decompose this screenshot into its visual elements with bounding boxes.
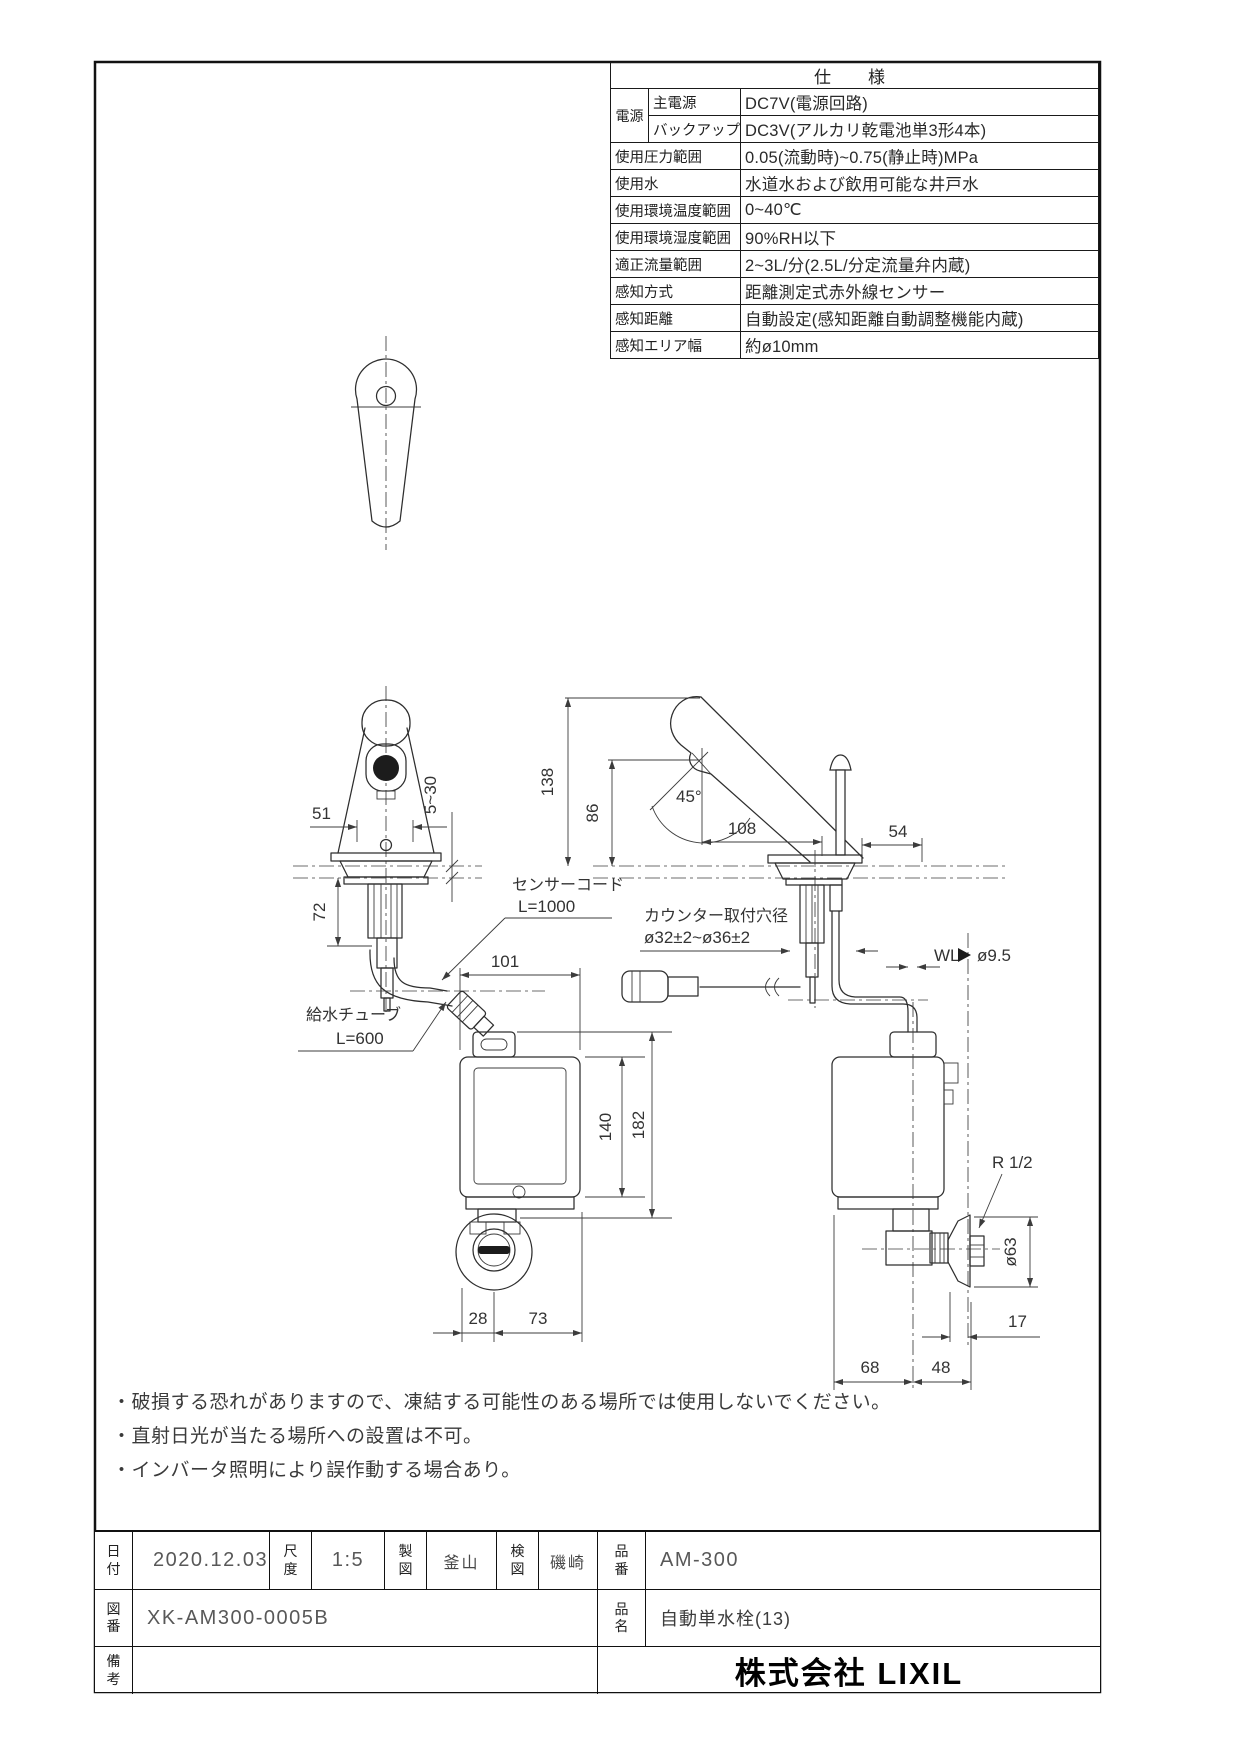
dim-tube-dia: ø9.5 [977,946,1011,965]
part-no-label: 品番 [598,1532,646,1589]
dwg-no-label: 図番 [95,1590,133,1646]
title-block: 日付 2020.12.03 尺度 1:5 製図 釜山 検図 磯崎 品番 AM-3… [95,1530,1100,1694]
dim-17: 17 [1008,1312,1027,1331]
scale-label: 尺度 [270,1532,312,1589]
part-no-value: AM-300 [660,1549,740,1571]
dim-28: 28 [469,1309,488,1328]
wall-line-triangle-icon [958,948,971,962]
spec-label: 使用環境湿度範囲 [610,223,741,251]
checker-label: 検図 [497,1532,539,1589]
spec-value: 90%RH以下 [740,223,1099,251]
date-value: 2020.12.03 [133,1532,270,1589]
dim-138: 138 [538,768,557,796]
dim-48: 48 [932,1358,951,1377]
product-name-value: 自動単水栓(13) [660,1609,792,1629]
dim-86: 86 [583,804,602,823]
date-label: 日付 [95,1532,133,1589]
dim-45deg: 45° [676,787,702,806]
spec-value: 0.05(流動時)~0.75(静止時)MPa [740,142,1099,170]
sensor-window-icon [373,755,399,781]
dim-72: 72 [310,903,329,922]
dim-68: 68 [861,1358,880,1377]
label-sensor-cord-length: L=1000 [518,897,575,916]
spec-label: 使用環境温度範囲 [610,196,741,224]
dim-108: 108 [728,819,756,838]
spec-value: 2~3L/分(2.5L/分定流量弁内蔵) [740,250,1099,278]
label-counter-hole-2: ø32±2~ø36±2 [644,928,750,947]
note-line: ・破損する恐れがありますので、凍結する可能性のある場所では使用しないでください。 [112,1392,891,1413]
spec-label: 適正流量範囲 [610,250,741,278]
spec-table: 仕 様 電源 主電源 DC7V(電源回路) バックアップ DC3V(アルカリ乾電… [610,62,1099,359]
dim-flange-dia: ø63 [1001,1237,1020,1266]
dimensions-side: 45° 138 86 108 54 カウンター取付穴径 ø32±2~ø36±2 … [538,697,1040,1390]
spec-label: 感知方式 [610,277,741,305]
scale-value: 1:5 [312,1532,385,1589]
note-line: ・直射日光が当たる場所への設置は不可。 [112,1426,483,1447]
spec-label: 使用圧力範囲 [610,142,741,170]
dim-clamp: 5~30 [421,776,440,814]
spec-title: 仕 様 [610,62,1099,89]
spec-label: 主電源 [648,88,741,116]
remarks-label: 備考 [95,1647,133,1694]
spec-label: バックアップ [648,115,741,143]
spec-label-power: 電源 [610,88,649,143]
dim-101: 101 [491,952,519,971]
company-logo: 株式会社 LIXIL [734,1656,964,1691]
dim-182: 182 [629,1111,648,1139]
spec-label: 感知距離 [610,304,741,332]
front-view [293,686,581,1291]
spec-label: 感知エリア幅 [610,331,741,359]
product-name-label: 品名 [598,1590,646,1646]
drafter-label: 製図 [385,1532,427,1589]
dim-thread: R 1/2 [992,1153,1033,1172]
top-view [351,336,421,550]
label-counter-hole-1: カウンター取付穴径 [644,907,788,925]
spec-label: 使用水 [610,169,741,197]
spec-value: 約ø10mm [740,331,1099,359]
drafter-value: 釜山 [427,1532,497,1589]
checker-value: 磯崎 [539,1532,598,1589]
label-supply-tube: 給水チューブ [306,1005,401,1024]
spec-value: 自動設定(感知距離自動調整機能内蔵) [740,304,1099,332]
caution-notes: ・破損する恐れがありますので、凍結する可能性のある場所では使用しないでください。… [112,1386,891,1488]
spec-value: DC3V(アルカリ乾電池単3形4本) [740,115,1099,143]
dwg-no-value: XK-AM300-0005B [133,1590,598,1646]
dim-54: 54 [889,822,908,841]
remarks-value [133,1647,598,1694]
dim-140: 140 [596,1113,615,1141]
side-view [593,696,1008,1390]
spec-value: DC7V(電源回路) [740,88,1099,116]
label-supply-tube-length: L=600 [336,1029,384,1048]
note-line: ・インバータ照明により誤作動する場合あり。 [112,1460,521,1481]
label-wall-line: WL [934,946,960,965]
dim-73: 73 [529,1309,548,1328]
label-sensor-cord: センサーコード [512,877,624,894]
dimensions-front: 51 5~30 72 101 140 182 28 73 センサーコード L=1… [298,776,672,1342]
spec-value: 水道水および飲用可能な井戸水 [740,169,1099,197]
spec-value: 距離測定式赤外線センサー [740,277,1099,305]
spec-value: 0~40℃ [740,196,1099,224]
dim-51: 51 [312,804,331,823]
